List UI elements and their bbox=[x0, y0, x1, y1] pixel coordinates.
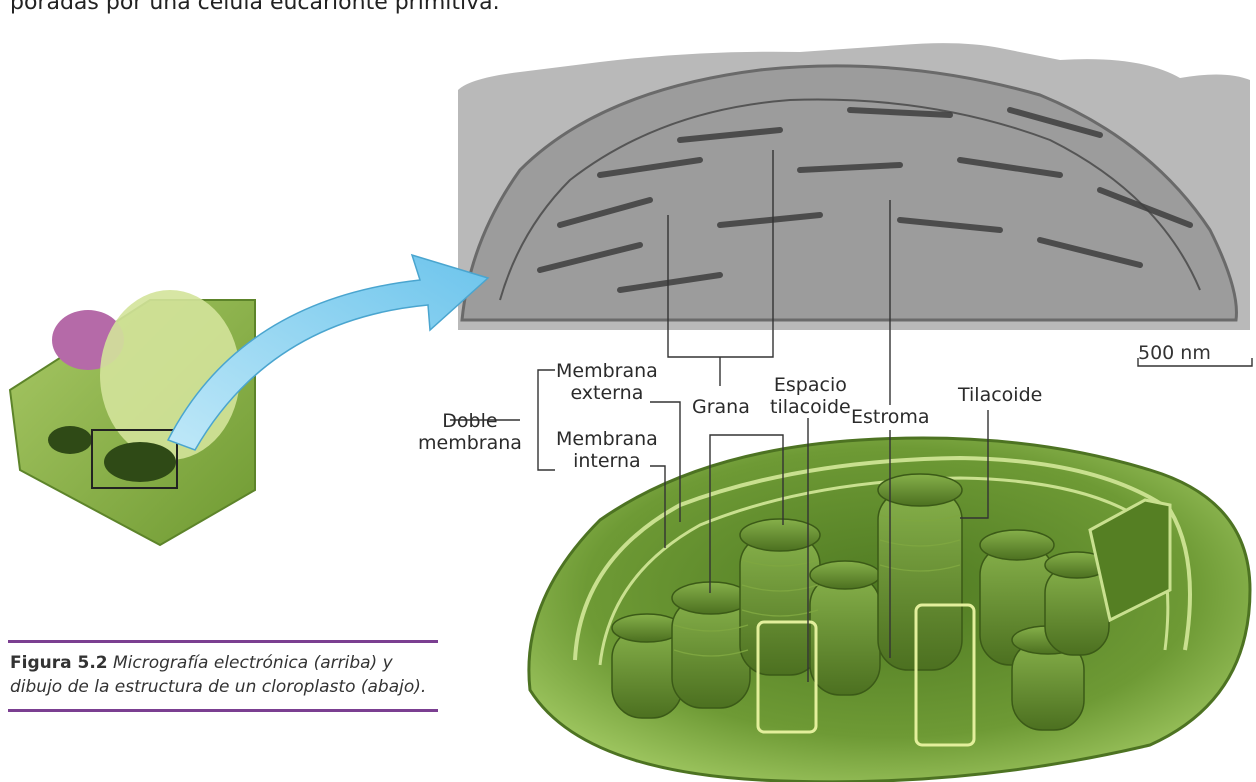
electron-micrograph bbox=[458, 43, 1250, 330]
figure-caption: Figura 5.2 Micrografía electrónica (arri… bbox=[8, 640, 438, 712]
figure-number: Figura 5.2 bbox=[10, 653, 108, 673]
label-membrana-interna: Membrana interna bbox=[556, 428, 658, 472]
label-espacio-tilacoide: Espacio tilacoide bbox=[770, 374, 851, 418]
label-tilacoide: Tilacoide bbox=[958, 384, 1042, 406]
plant-cell-illustration bbox=[10, 290, 255, 545]
scale-bar-label: 500 nm bbox=[1138, 342, 1211, 364]
label-membrana-externa: Membrana externa bbox=[556, 360, 658, 404]
label-doble-membrana: Doble membrana bbox=[418, 410, 522, 454]
label-estroma: Estroma bbox=[851, 406, 930, 428]
label-grana: Grana bbox=[692, 396, 750, 418]
